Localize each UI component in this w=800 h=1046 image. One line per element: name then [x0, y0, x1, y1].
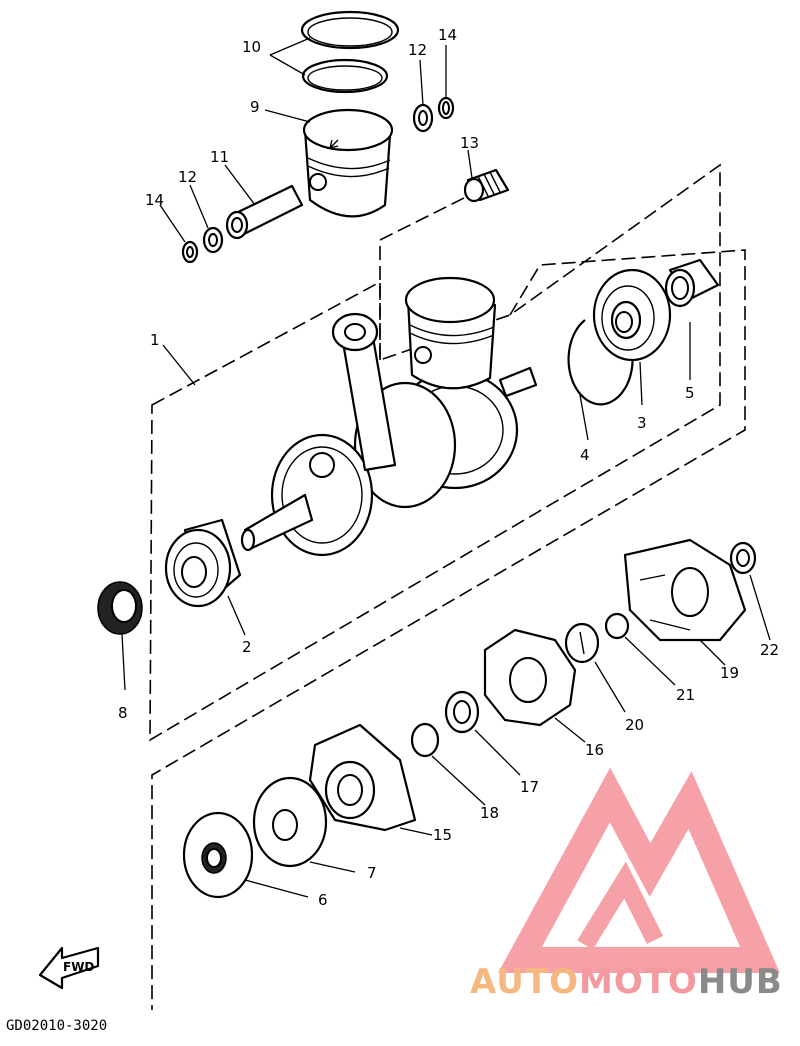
oil-seal-8 — [97, 581, 143, 635]
watermark-part2: MOTO — [578, 962, 698, 1002]
assembly-outline-bearing — [151, 249, 746, 1010]
callout-6: 6 — [318, 891, 328, 909]
o-ring-21 — [604, 612, 630, 640]
callout-5: 5 — [685, 384, 695, 402]
washer-22 — [729, 541, 757, 575]
coupling-19 — [623, 538, 747, 642]
plug-20 — [564, 622, 600, 664]
piston-ring-10 — [300, 10, 400, 94]
callout-7: 7 — [367, 864, 377, 882]
bearing-2 — [164, 518, 242, 608]
callout-22: 22 — [760, 641, 779, 659]
collar-5 — [664, 258, 720, 308]
callout-17: 17 — [520, 778, 539, 796]
plate-6 — [182, 811, 254, 899]
callout-12b: 12 — [178, 168, 197, 186]
callout-21: 21 — [676, 686, 695, 704]
callout-19: 19 — [720, 664, 739, 682]
callout-9: 9 — [250, 98, 260, 116]
bearing-3 — [592, 268, 672, 362]
o-ring-18 — [410, 722, 440, 758]
housing-15 — [308, 723, 417, 832]
damper-16 — [483, 628, 577, 727]
assembly-outline-upper — [379, 189, 481, 360]
callout-16: 16 — [585, 741, 604, 759]
callout-10: 10 — [242, 38, 261, 56]
leader-lines — [121, 37, 771, 898]
callout-11: 11 — [210, 148, 229, 166]
callout-15: 15 — [433, 826, 452, 844]
callout-numbers: 1 2 3 4 5 6 7 8 9 10 11 12 12 13 14 14 1… — [118, 26, 779, 909]
crankshaft-1 — [240, 276, 538, 557]
logo-icon — [498, 767, 780, 973]
callout-8: 8 — [118, 704, 128, 722]
fwd-label: FWD — [63, 960, 94, 974]
piston-9 — [302, 108, 394, 218]
callout-1: 1 — [150, 331, 160, 349]
callout-12a: 12 — [408, 41, 427, 59]
callout-20: 20 — [625, 716, 644, 734]
needle-bearing-13 — [463, 168, 510, 203]
diagram-code: GD02010-3020 — [6, 1018, 108, 1034]
callout-18: 18 — [480, 804, 499, 822]
spring-17 — [444, 690, 480, 734]
callout-4: 4 — [580, 446, 590, 464]
callout-14b: 14 — [145, 191, 164, 209]
watermark-part3: HUB — [697, 962, 783, 1002]
watermark-logo-text: AUTOMOTOHUB — [470, 962, 783, 1002]
callout-2: 2 — [242, 638, 252, 656]
callout-13: 13 — [460, 134, 479, 152]
callout-3: 3 — [637, 414, 647, 432]
piston-pin-11 — [225, 184, 304, 240]
fwd-arrow-icon: FWD — [38, 946, 100, 990]
callout-14a: 14 — [438, 26, 457, 44]
watermark-part1: AUTO — [470, 962, 579, 1002]
plate-7 — [252, 776, 328, 868]
